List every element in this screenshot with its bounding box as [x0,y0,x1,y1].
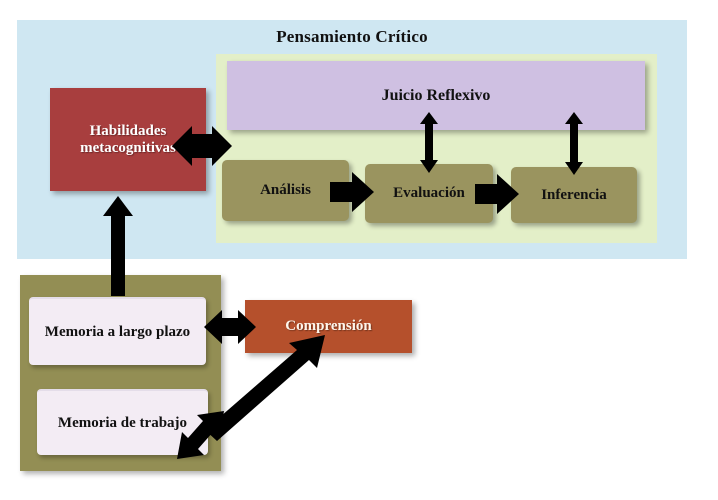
node-evaluation-label: Evaluación [393,185,465,202]
node-comprehension-label: Comprensión [285,318,372,335]
page-title: Pensamiento Crítico [276,27,428,46]
node-reflective-judgment-label: Juicio Reflexivo [381,86,491,104]
node-reflective-judgment[interactable]: Juicio Reflexivo [227,61,645,130]
node-evaluation[interactable]: Evaluación [365,164,493,223]
node-metacognitive-skills-label: Habilidades metacognitivas [80,122,176,156]
node-working-memory[interactable]: Memoria de trabajo [37,389,208,455]
node-working-memory-label: Memoria de trabajo [57,414,188,431]
node-comprehension[interactable]: Comprensión [245,300,412,353]
node-analysis-label: Análisis [260,182,311,199]
node-long-term-memory[interactable]: Memoria a largo plazo [29,297,206,365]
node-analysis[interactable]: Análisis [222,160,349,221]
node-metacognitive-skills[interactable]: Habilidades metacognitivas [50,88,206,191]
node-inference[interactable]: Inferencia [511,167,637,223]
node-inference-label: Inferencia [541,186,607,203]
node-long-term-memory-label: Memoria a largo plazo [44,323,191,340]
